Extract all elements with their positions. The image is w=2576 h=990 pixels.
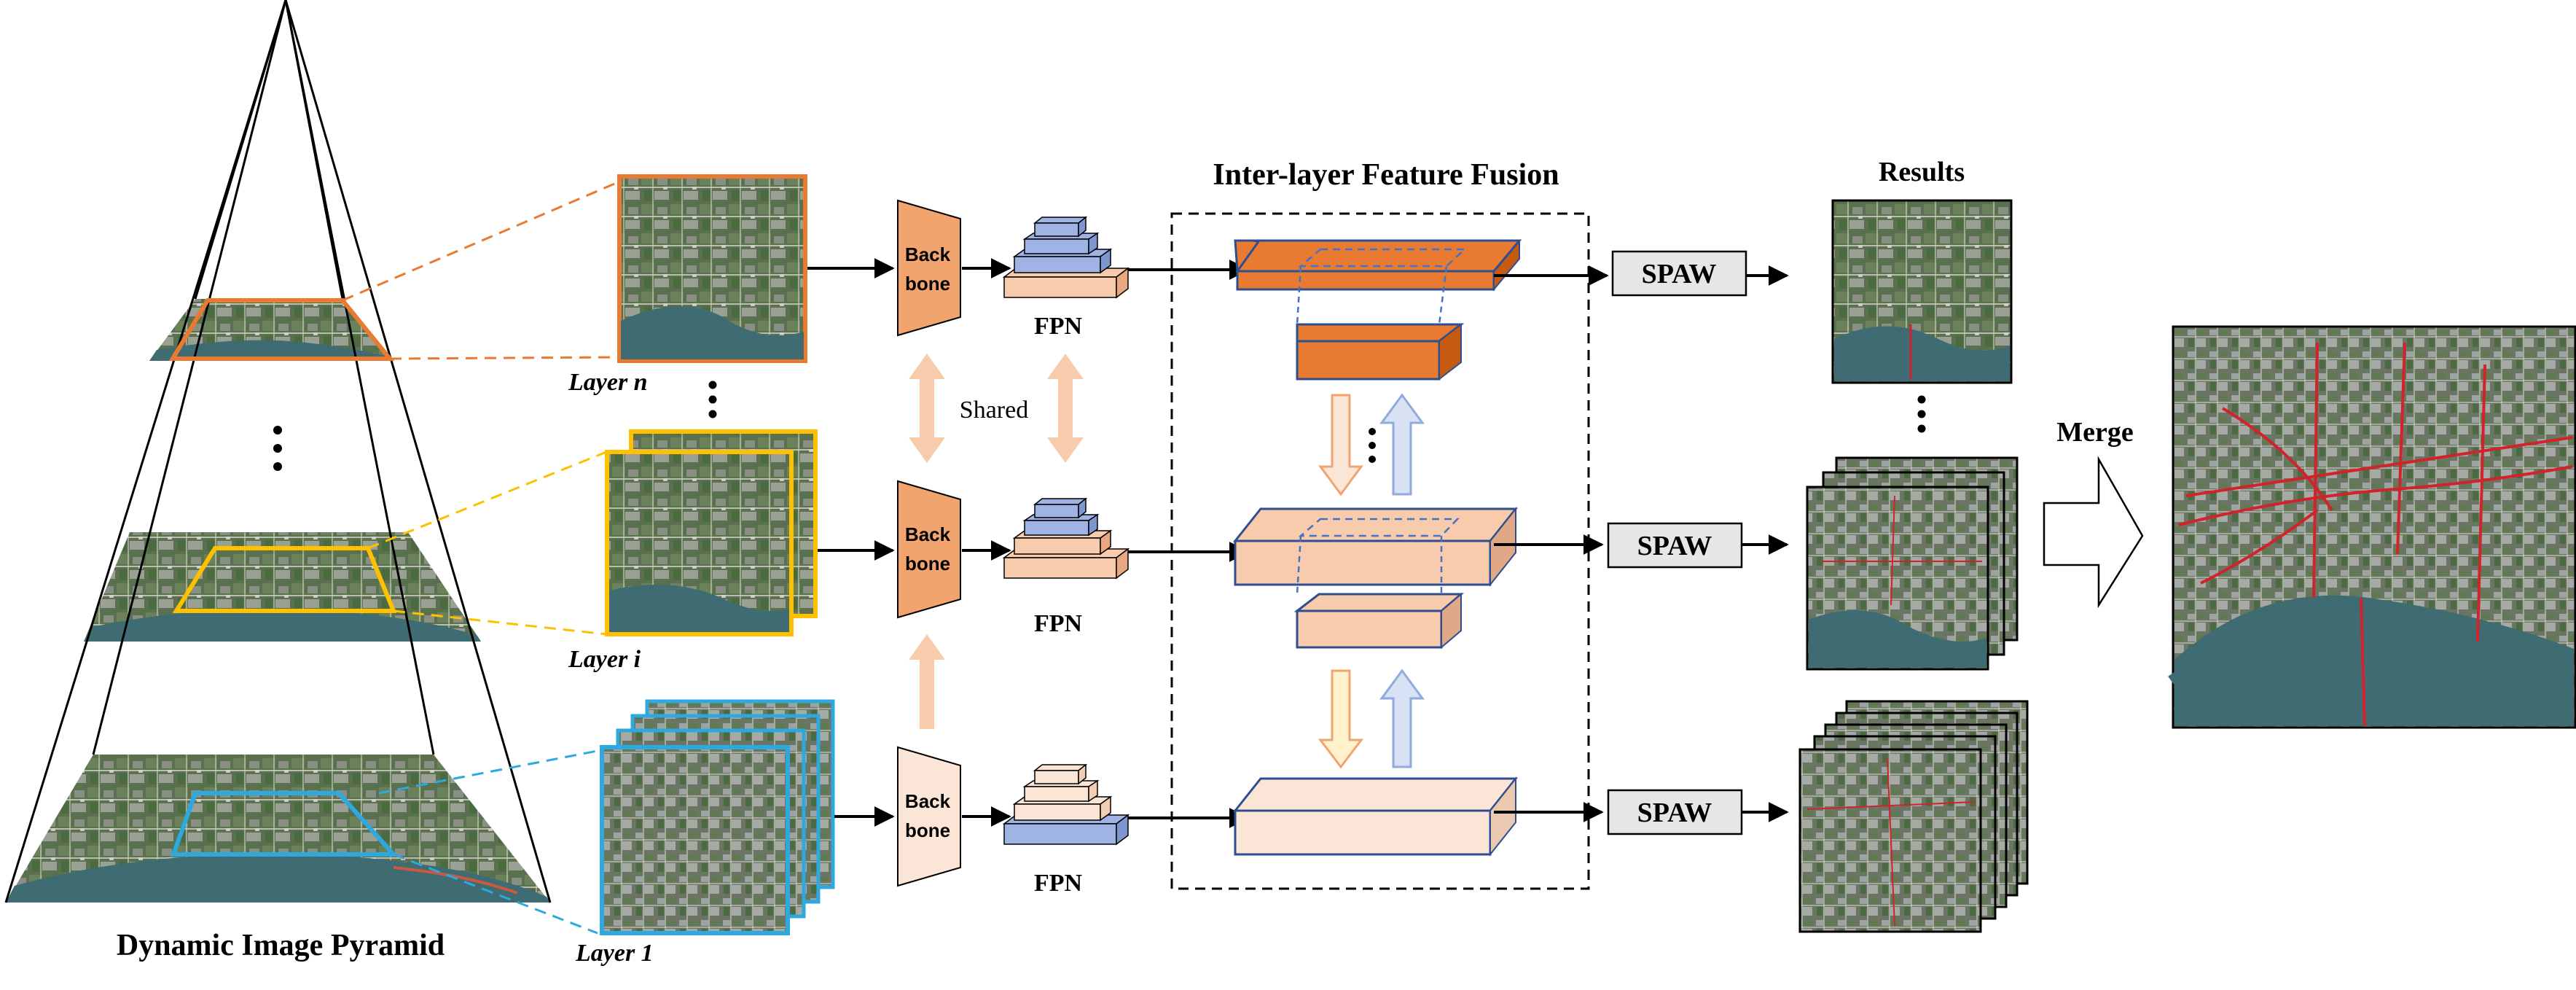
- pyramid-slab-bottom: [6, 755, 550, 903]
- shared-label: Shared: [960, 397, 1028, 424]
- fusion-slab-1: [1232, 776, 1519, 857]
- svg-text:Back: Back: [905, 523, 951, 545]
- svg-text:bone: bone: [905, 819, 950, 841]
- layer-n-label: Layer n: [568, 369, 648, 396]
- svg-text:SPAW: SPAW: [1637, 798, 1712, 828]
- input-arrows: [807, 258, 895, 827]
- vertical-ellipsis-icon: [1917, 395, 1926, 433]
- fpn-1: [1002, 763, 1130, 846]
- fpn-i-label: FPN: [1034, 610, 1083, 637]
- svg-text:SPAW: SPAW: [1637, 531, 1712, 561]
- merge-label: Merge: [2056, 417, 2133, 448]
- spaw-n: SPAW: [1611, 250, 1747, 297]
- pyramid-title: Dynamic Image Pyramid: [117, 929, 445, 962]
- pyramid-outline: [4, 0, 552, 903]
- result-1-stack: [1798, 700, 2029, 933]
- fusion-spaw-arrows: [1494, 265, 1609, 822]
- svg-text:SPAW: SPAW: [1642, 259, 1717, 289]
- vertical-ellipsis-icon: [1369, 428, 1376, 463]
- results-title: Results: [1879, 157, 1965, 187]
- backbone-i: Back bone: [897, 480, 961, 619]
- fusion-arrows: [1318, 393, 1425, 769]
- result-i-stack: [1806, 456, 2019, 671]
- svg-text:bone: bone: [905, 553, 950, 574]
- fpn-1-label: FPN: [1034, 870, 1083, 897]
- spaw-result-arrows: [1742, 265, 1789, 822]
- fusion-slab-n: [1234, 239, 1522, 381]
- shared-weights-arrows: [909, 354, 1084, 729]
- backbone-fpn-arrows: [962, 258, 1011, 827]
- layer-i-image-stack: [605, 429, 818, 636]
- fpn-n: [1002, 216, 1130, 299]
- spaw-1: SPAW: [1607, 789, 1743, 835]
- fusion-title: Inter-layer Feature Fusion: [1213, 158, 1559, 192]
- svg-text:Back: Back: [905, 790, 951, 812]
- layer-1-image-stack: [600, 699, 835, 935]
- backbone-1: Back bone: [897, 746, 961, 887]
- pyramid-slab-top: [149, 299, 390, 361]
- merged-result: [2168, 325, 2576, 729]
- hollow-arrow-icon: [2043, 456, 2144, 609]
- pyramid-slab-middle: [84, 532, 481, 642]
- svg-text:bone: bone: [905, 273, 950, 295]
- fpn-i: [1002, 497, 1130, 580]
- result-n: [1831, 199, 2013, 384]
- layer-n-image: [617, 174, 807, 363]
- pyramid-connectors: [342, 181, 619, 935]
- vertical-ellipsis-icon: [708, 381, 717, 418]
- vertical-ellipsis-icon: [273, 426, 282, 471]
- fpn-fusion-arrows: [1128, 260, 1250, 828]
- image-pyramid: Dynamic Image Pyramid: [4, 0, 552, 962]
- layer-i-label: Layer i: [568, 646, 641, 673]
- spaw-i: SPAW: [1607, 522, 1743, 569]
- fpn-n-label: FPN: [1034, 313, 1083, 340]
- backbone-n: Back bone: [897, 199, 961, 337]
- layer-1-label: Layer 1: [575, 940, 654, 967]
- svg-text:Back: Back: [905, 243, 951, 265]
- fusion-slab-i: [1232, 507, 1519, 650]
